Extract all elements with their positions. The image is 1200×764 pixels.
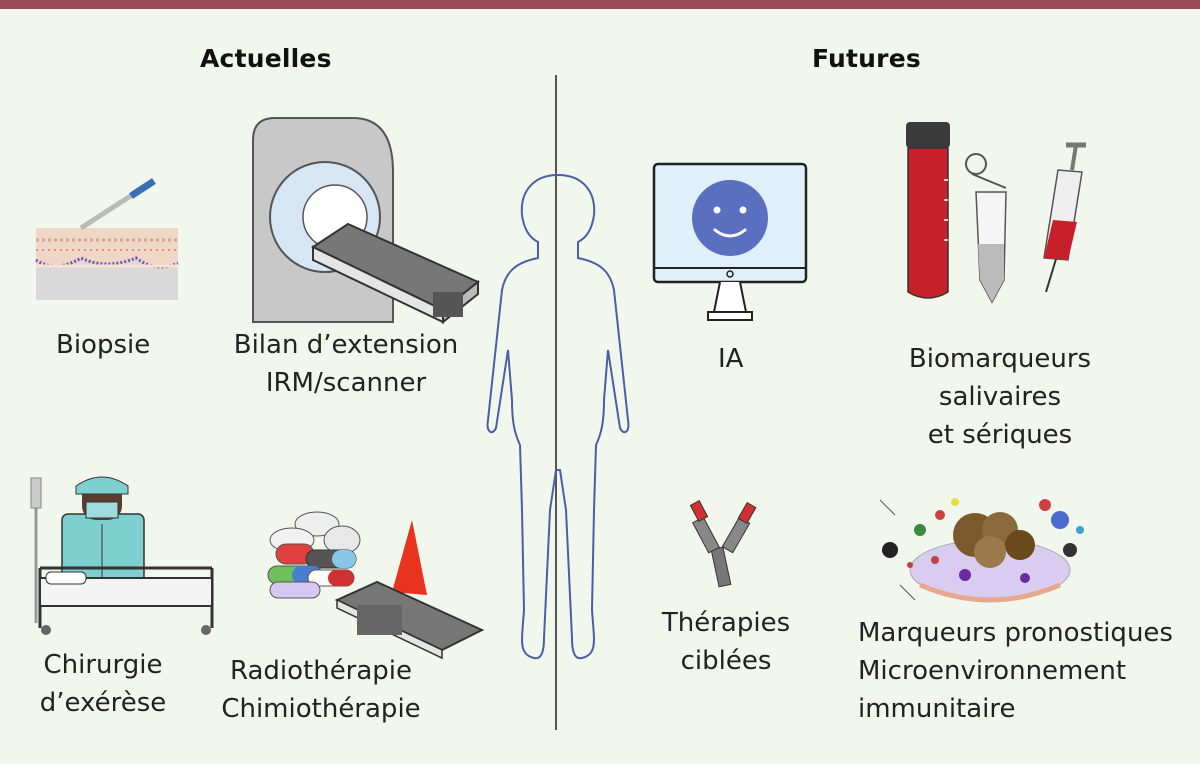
label-prognostic-line3: immunitaire	[858, 694, 1016, 724]
antibody-icon	[689, 500, 757, 588]
label-biomarkers-line1: Biomarqueurs	[908, 344, 1092, 374]
label-ai: IA	[718, 344, 744, 374]
label-treatment-line1: Radiothérapie	[229, 656, 413, 686]
label-biomarkers-line2: salivaires	[938, 382, 1062, 412]
surgeon-bed-icon	[30, 476, 214, 635]
label-biomarkers-line3: et sériques	[927, 420, 1073, 450]
heading-current: Actuelles	[200, 44, 332, 73]
label-targeted-line2: ciblées	[680, 646, 772, 676]
label-prognostic-line1: Marqueurs pronostiques	[858, 618, 1173, 648]
tumor-microenvironment-icon	[879, 498, 1084, 603]
label-biopsy: Biopsie	[56, 330, 151, 360]
label-surgery-line1: Chirurgie	[43, 650, 163, 680]
label-targeted: Thérapies ciblées	[656, 604, 796, 680]
label-biomarkers: Biomarqueurs salivaires et sériques	[893, 340, 1107, 454]
label-staging-line2: IRM/scanner	[265, 368, 427, 398]
human-silhouette-icon	[486, 173, 630, 660]
top-accent-bar	[0, 0, 1200, 9]
label-treatment: Radiothérapie Chimiothérapie	[214, 652, 428, 728]
scalpel-skin-icon	[35, 178, 179, 300]
label-targeted-line1: Thérapies	[661, 608, 791, 638]
pills-radiation-icon	[267, 511, 485, 660]
label-treatment-line2: Chimiothérapie	[221, 694, 421, 724]
label-prognostic: Marqueurs pronostiques Microenvironnemen…	[858, 614, 1173, 728]
label-staging: Bilan d’extension IRM/scanner	[228, 326, 464, 402]
ct-scanner-icon	[252, 117, 480, 325]
tubes-syringe-icon	[906, 122, 1086, 304]
monitor-smiley-icon	[652, 162, 808, 321]
label-staging-line1: Bilan d’extension	[233, 330, 459, 360]
label-surgery-line2: d’exérèse	[39, 688, 167, 718]
label-surgery: Chirurgie d’exérèse	[28, 646, 178, 722]
heading-future: Futures	[812, 44, 921, 73]
center-divider	[555, 75, 557, 730]
label-prognostic-line2: Microenvironnement	[858, 656, 1127, 686]
